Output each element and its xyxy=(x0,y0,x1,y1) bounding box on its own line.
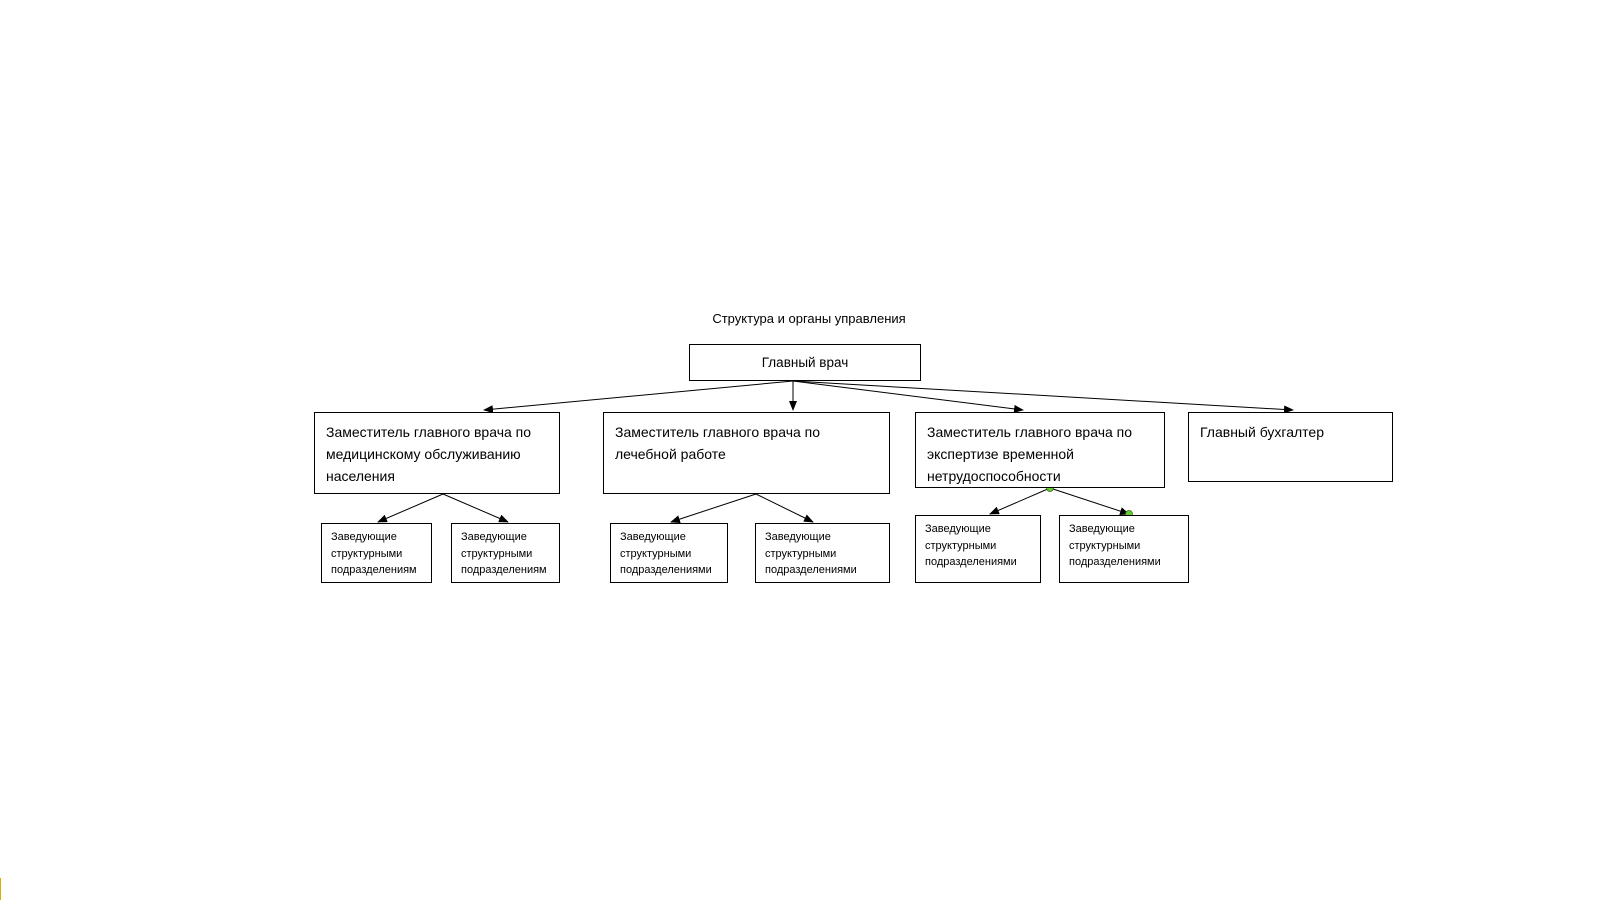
deputy-expertise-box[interactable]: Заместитель главного врача по экспертизе… xyxy=(915,412,1165,488)
deputy-medical-box[interactable]: Заместитель главного врача по медицинско… xyxy=(314,412,560,494)
deputy-treatment-box[interactable]: Заместитель главного врача по лечебной р… xyxy=(603,412,890,494)
department-box[interactable]: Заведующие структурными подразделениями xyxy=(610,523,728,583)
connector-root-to-chief-accountant xyxy=(792,380,1294,414)
connector-deputy3-to-dept1 xyxy=(989,487,1051,515)
chart-title: Структура и органы управления xyxy=(712,311,906,326)
department-box[interactable]: Заведующие структурными подразделениями xyxy=(755,523,890,583)
connector-deputy1-to-dept2 xyxy=(442,493,509,523)
chief-accountant-box[interactable]: Главный бухгалтер xyxy=(1188,412,1393,482)
connector-root-to-deputy-expertise xyxy=(792,380,1024,413)
connector-deputy2-to-dept2 xyxy=(755,493,814,523)
connector-deputy3-to-dept2 xyxy=(1049,487,1130,515)
connector-deputy1-to-dept1 xyxy=(377,493,444,523)
department-box[interactable]: Заведующие структурными подразделениями xyxy=(1059,515,1189,583)
chief-doctor-label: Главный врач xyxy=(761,355,849,370)
connector-deputy2-to-dept1 xyxy=(670,493,757,523)
connector-root-to-deputy-medical xyxy=(483,380,794,414)
department-box[interactable]: Заведующие структурными подразделениям xyxy=(321,523,432,583)
chief-doctor-box[interactable]: Главный врач xyxy=(689,344,921,381)
department-box[interactable]: Заведующие структурными подразделениями xyxy=(915,515,1041,583)
edge-accent-bar xyxy=(0,878,1,900)
department-box[interactable]: Заведующие структурными подразделениям xyxy=(451,523,560,583)
